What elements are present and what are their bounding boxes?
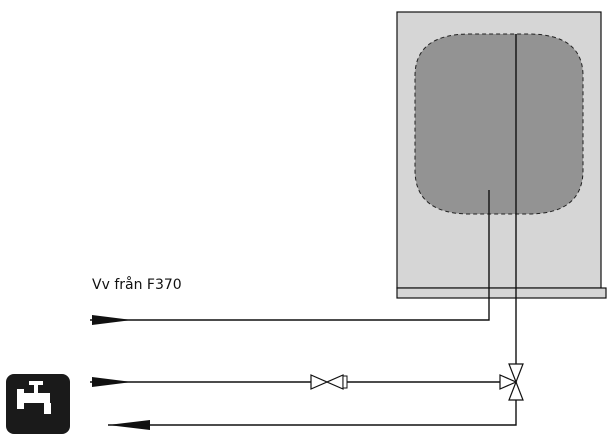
water-tap-icon <box>6 374 70 434</box>
tank-base-plate <box>396 287 607 299</box>
shutoff-valve <box>310 374 344 390</box>
flow-arrow-incoming <box>92 315 132 325</box>
incoming-hot-water-label: Vv från F370 <box>92 276 182 293</box>
incoming-hot-water-pipe <box>90 190 490 321</box>
water-heater-unit <box>396 11 607 299</box>
check-valve <box>342 375 348 389</box>
inner-vessel <box>414 33 584 215</box>
mixed-water-line <box>108 400 517 426</box>
mixing-valve <box>499 363 524 401</box>
